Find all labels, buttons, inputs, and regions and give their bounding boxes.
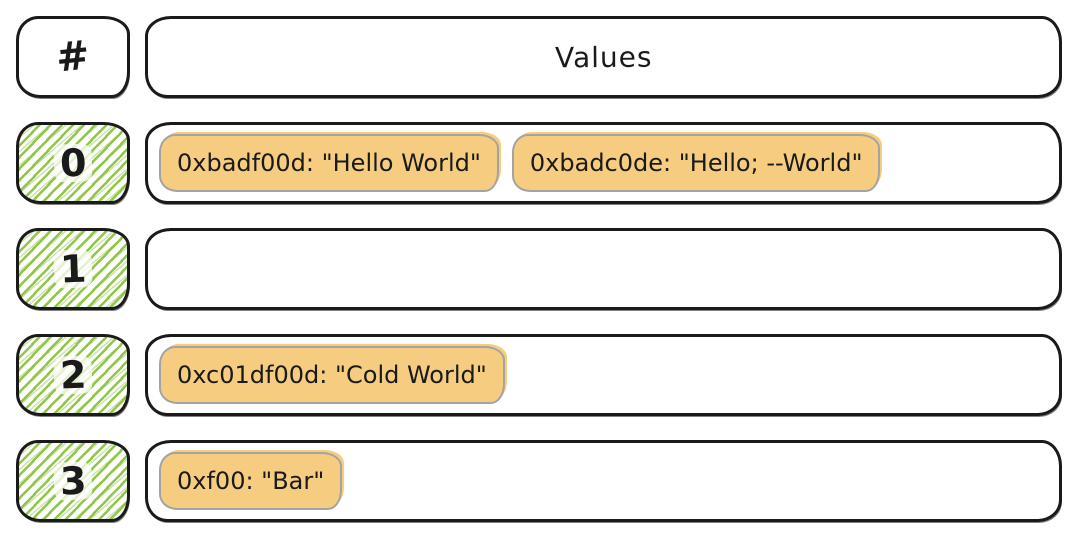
values-header-label: Values (555, 40, 653, 74)
bucket-values-container-3: 0xf00: "Bar" (145, 440, 1062, 522)
bucket-index-label: 0 (53, 141, 93, 185)
index-column-header-cell: # (16, 16, 130, 98)
bucket-row-1: 1 (16, 228, 1062, 310)
values-column-header-cell: Values (145, 16, 1062, 98)
bucket-index-cell-0: 0 (16, 122, 130, 204)
value-chip: 0xf00: "Bar" (159, 452, 343, 510)
bucket-values-container-1 (145, 228, 1062, 310)
value-chip-label: 0xc01df00d: "Cold World" (177, 361, 487, 389)
bucket-index-label: 1 (53, 247, 93, 291)
bucket-index-cell-3: 3 (16, 440, 130, 522)
bucket-values-container-0: 0xbadf00d: "Hello World" 0xbadc0de: "Hel… (145, 122, 1062, 204)
value-chip: 0xbadc0de: "Hello; --World" (511, 134, 881, 192)
bucket-index-label: 3 (53, 459, 93, 503)
bucket-row-0: 0 0xbadf00d: "Hello World" 0xbadc0de: "H… (16, 122, 1062, 204)
hash-icon: # (53, 32, 93, 82)
bucket-values-container-2: 0xc01df00d: "Cold World" (145, 334, 1062, 416)
value-chip: 0xbadf00d: "Hello World" (159, 134, 499, 192)
bucket-row-3: 3 0xf00: "Bar" (16, 440, 1062, 522)
value-chip-label: 0xf00: "Bar" (177, 467, 325, 495)
bucket-row-2: 2 0xc01df00d: "Cold World" (16, 334, 1062, 416)
bucket-index-cell-1: 1 (16, 228, 130, 310)
value-chip-label: 0xbadc0de: "Hello; --World" (529, 149, 863, 177)
bucket-index-label: 2 (53, 353, 93, 397)
bucket-index-cell-2: 2 (16, 334, 130, 416)
value-chip-label: 0xbadf00d: "Hello World" (177, 149, 481, 177)
value-chip: 0xc01df00d: "Cold World" (159, 346, 505, 404)
header-row: # Values (16, 16, 1062, 98)
